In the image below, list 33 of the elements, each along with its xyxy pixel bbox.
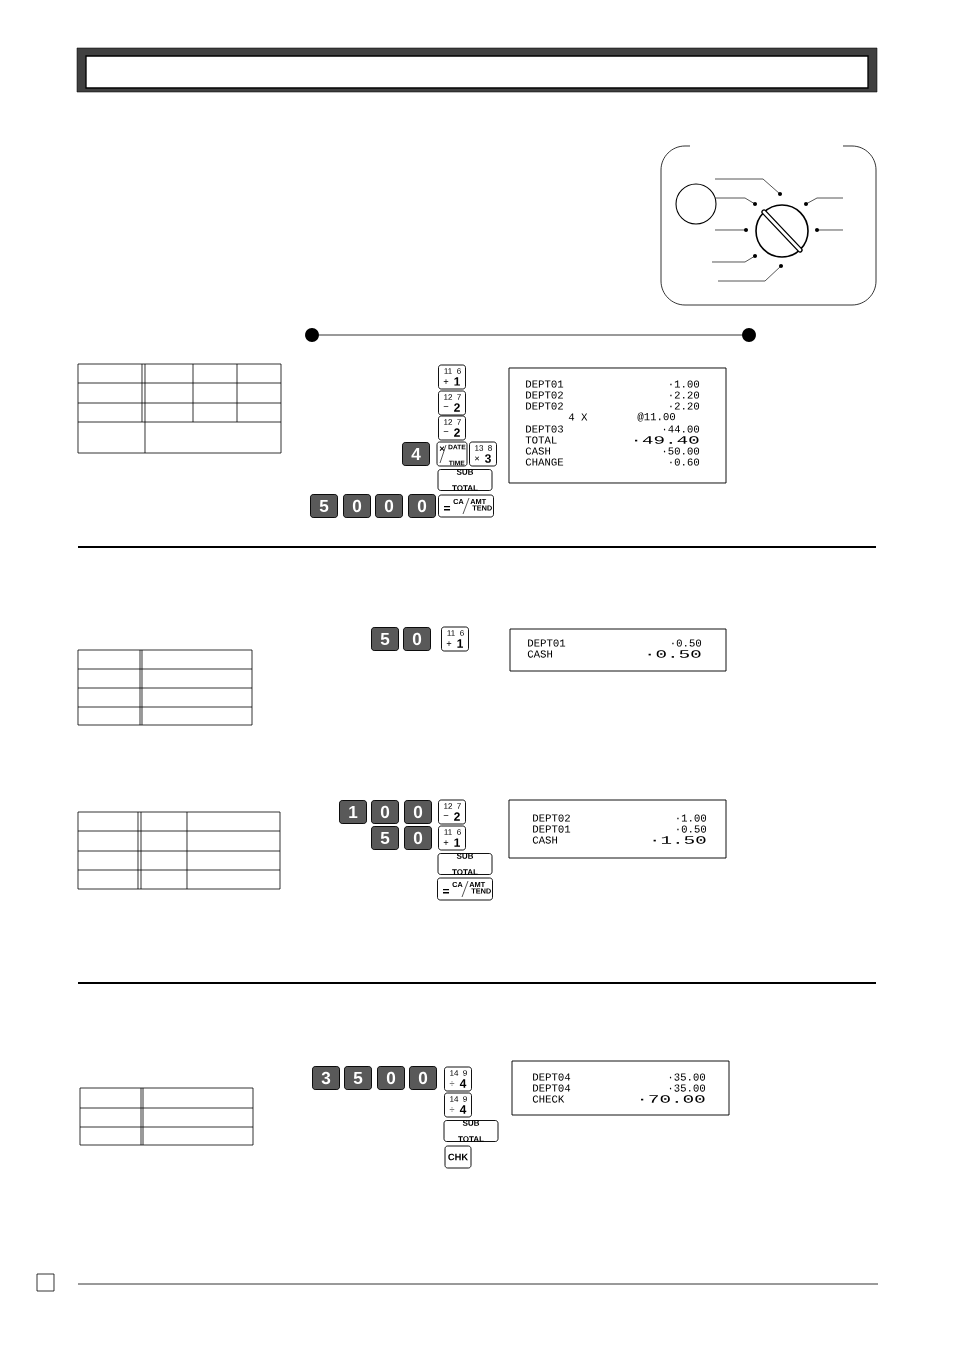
receipt-printout: DEPT02 ·1.00 DEPT01 ·0.50 CASH ·1.50 [508, 799, 727, 859]
number-key: 0 [371, 800, 399, 824]
department-key: 11 6 + 1 [438, 825, 466, 851]
number-key: 5 [344, 1066, 372, 1090]
number-key: 1 [339, 800, 367, 824]
department-key: 14 9 ÷ 4 [444, 1066, 472, 1092]
number-key: 0 [404, 826, 432, 850]
number-key: 0 [375, 494, 403, 518]
number-key: 0 [409, 1066, 437, 1090]
number-key: 0 [403, 627, 431, 651]
number-key: 4 [402, 442, 430, 466]
number-key: 0 [343, 494, 371, 518]
number-key: 0 [377, 1066, 405, 1090]
number-key: 0 [408, 494, 436, 518]
department-key: 13 8 × 3 [469, 441, 497, 467]
department-key: 11 6 + 1 [438, 364, 466, 390]
number-key: 5 [310, 494, 338, 518]
number-key: 5 [371, 826, 399, 850]
department-key: 12 7 − 2 [438, 415, 466, 441]
department-key: 12 7 − 2 [438, 390, 466, 416]
check-key: CHK [444, 1145, 472, 1169]
number-key: 0 [404, 800, 432, 824]
subtotal-key: SUB TOTAL [437, 469, 493, 491]
subtotal-key: SUB TOTAL [437, 853, 493, 875]
department-key: 14 9 ÷ 4 [444, 1092, 472, 1118]
department-key: 12 7 − 2 [438, 799, 466, 825]
number-key: 3 [312, 1066, 340, 1090]
department-key: 11 6 + 1 [441, 626, 469, 652]
subtotal-key: SUB TOTAL [443, 1120, 499, 1142]
receipt-printout: DEPT01 ·1.00 DEPT02 ·2.20 DEPT02 ·2.20 4 X @11.00 DEPT03 ·44.00 TOTAL ·49.40 CASH ·50.00 CHANGE ·0.60 [508, 367, 727, 484]
receipt-printout: DEPT01 ·0.50 CASH ·0.50 [509, 628, 727, 672]
receipt-printout: DEPT04 ·35.00 DEPT04 ·35.00 CHECK ·70.00 [511, 1060, 730, 1116]
number-key: 5 [371, 627, 399, 651]
